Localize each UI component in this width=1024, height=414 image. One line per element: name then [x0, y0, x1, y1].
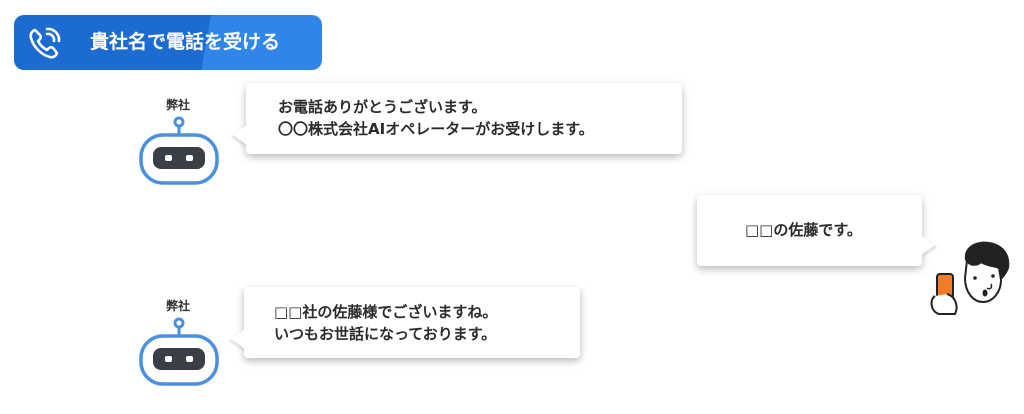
chat-bubble-company: お電話ありがとうございます。 〇〇株式会社AIオペレーターがお受けします。 [233, 83, 682, 154]
message-line: いつもお世話になっております。 [274, 325, 497, 343]
message-line: □□社の佐藤様でございますね。 [274, 303, 498, 321]
phone-ringing-icon [29, 27, 61, 59]
page-title: 貴社名で電話を受ける [90, 31, 281, 53]
speaker-label-company: 弊社 [166, 98, 191, 112]
chat-bubble-user: □□の佐藤です。 [697, 195, 935, 266]
chat-bubble-company: □□社の佐藤様でございますね。 いつもお世話になっております。 [231, 287, 580, 358]
robot-icon [139, 116, 219, 185]
speaker-label-company: 弊社 [166, 299, 191, 313]
message-line: 〇〇株式会社AIオペレーターがお受けします。 [278, 120, 594, 138]
message-line: お電話ありがとうございます。 [278, 98, 487, 116]
robot-icon [139, 317, 219, 386]
header-badge: 貴社名で電話を受ける [14, 15, 322, 70]
message-line: □□の佐藤です。 [745, 221, 862, 239]
user-with-phone-icon [930, 241, 1010, 315]
